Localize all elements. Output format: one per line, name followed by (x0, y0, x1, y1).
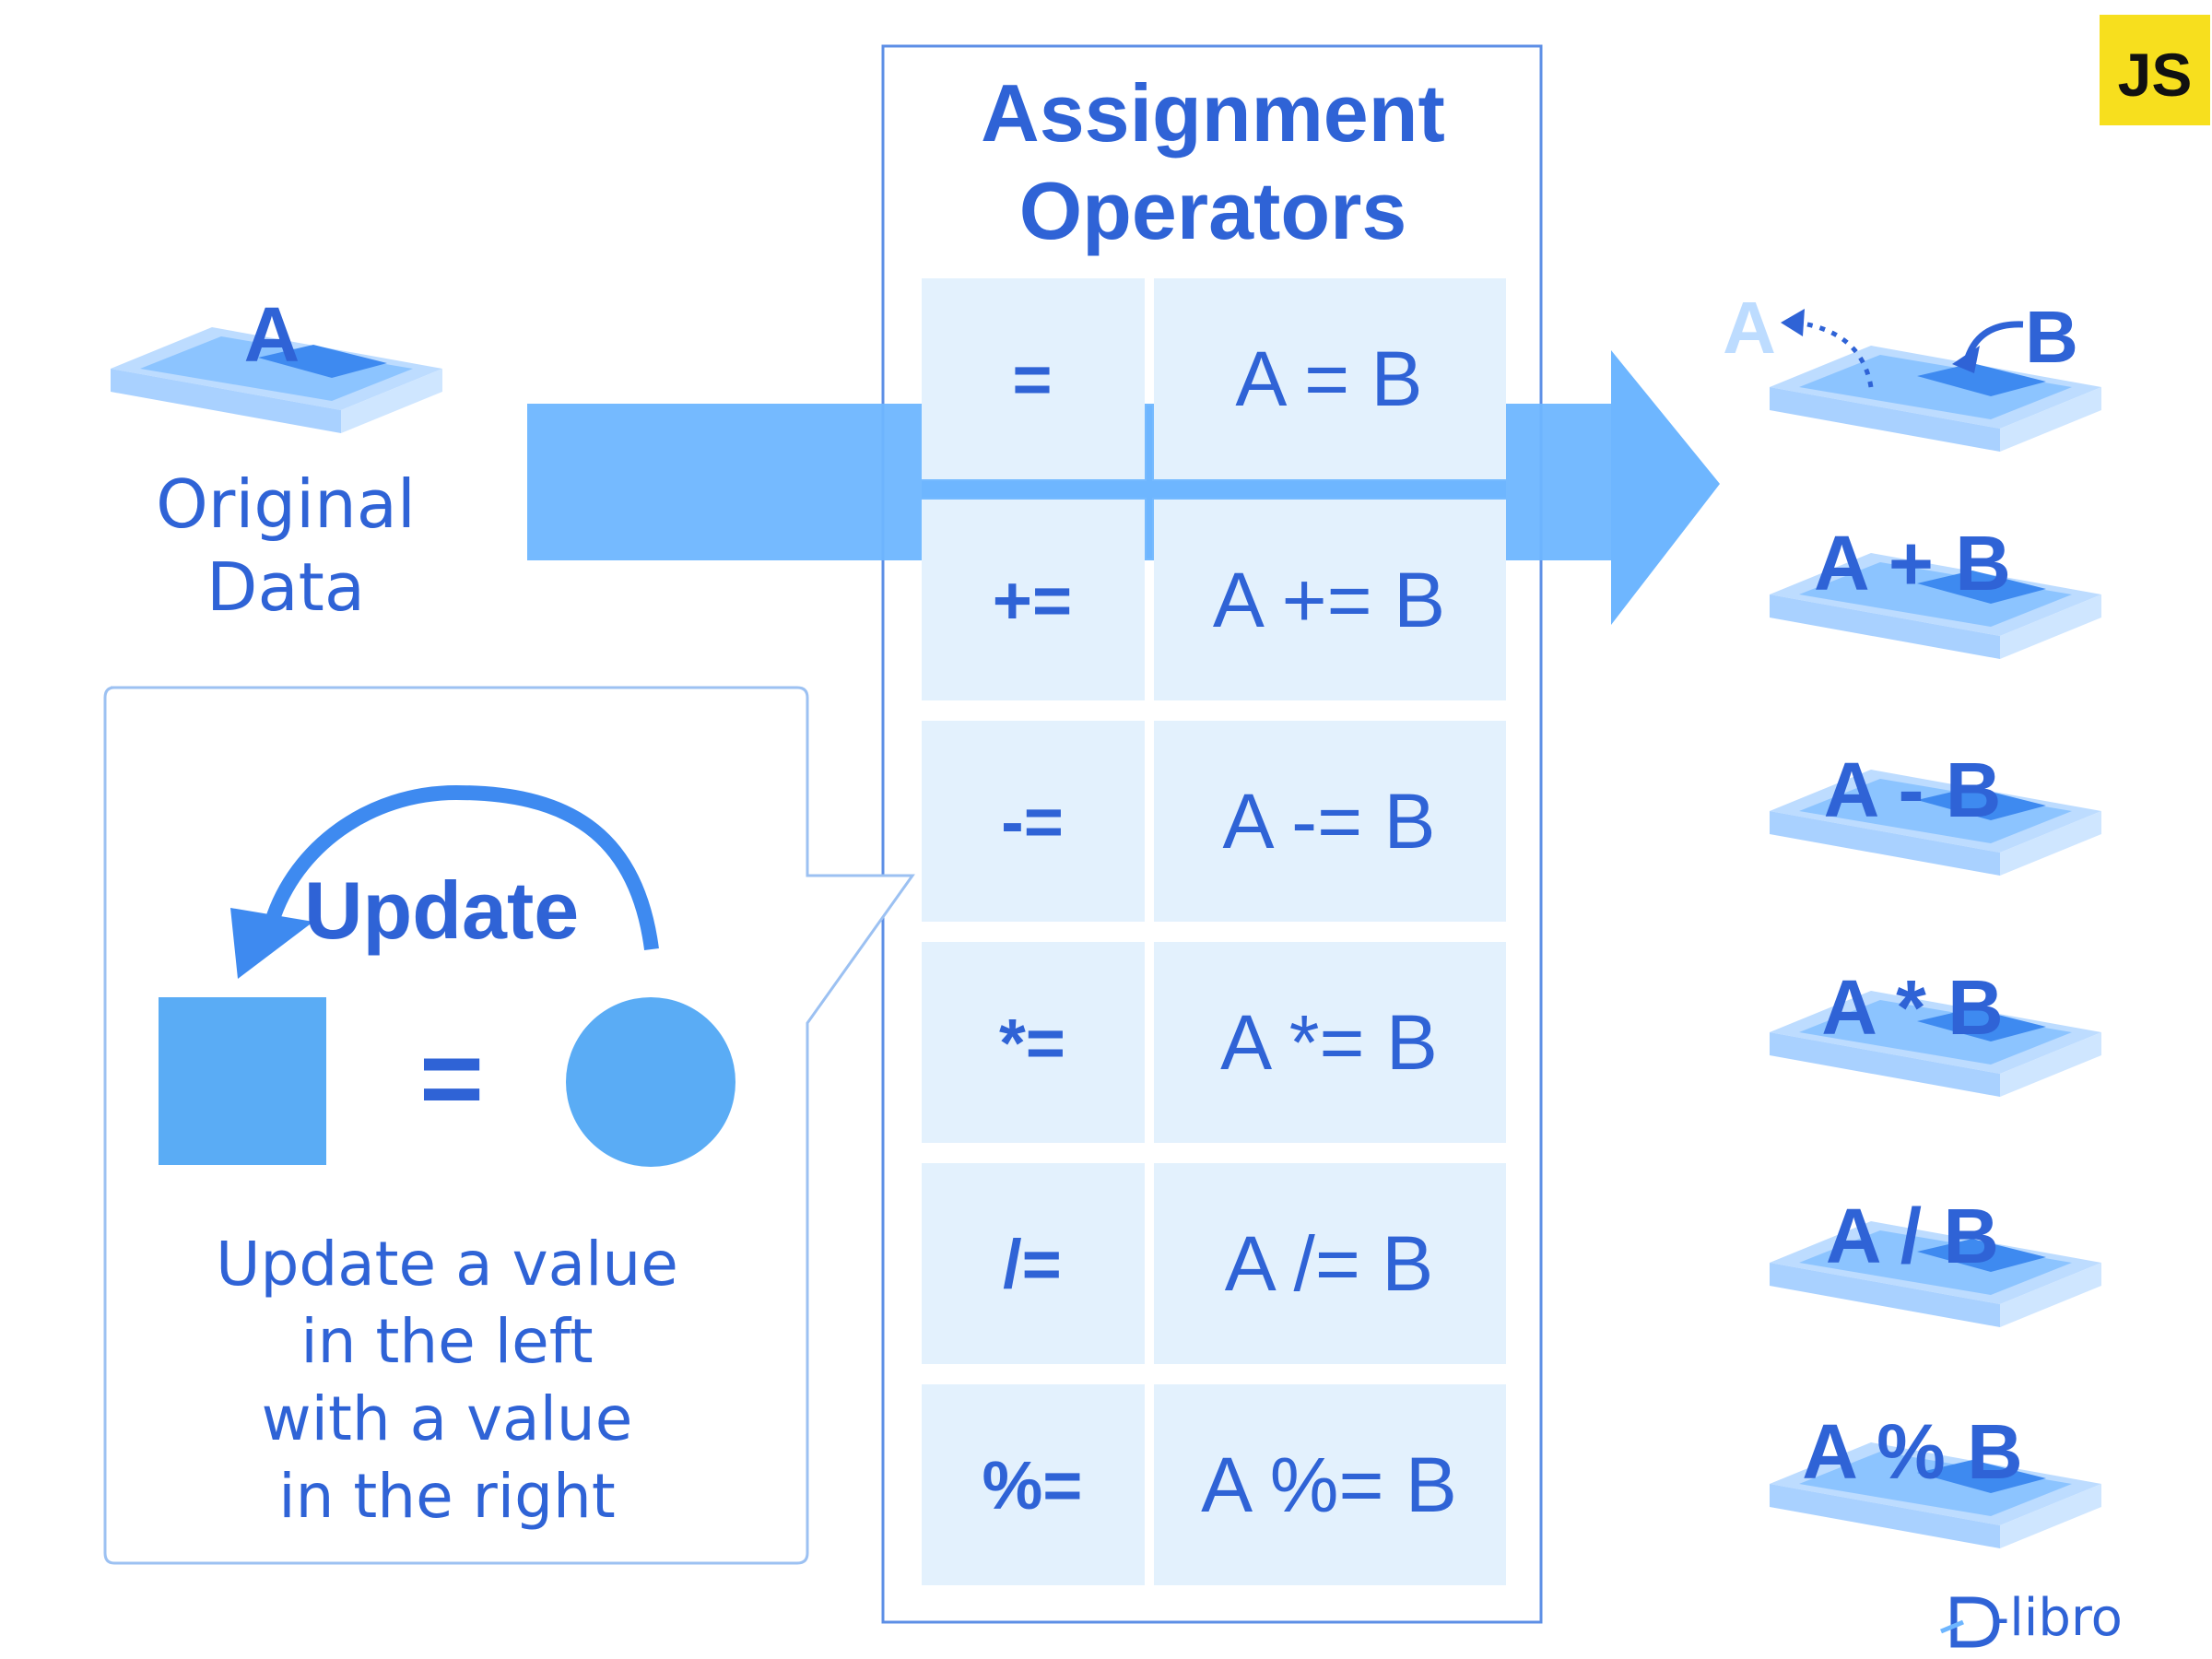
update-arrow-icon (265, 784, 659, 951)
result-label-4: A / B (1825, 1193, 2000, 1279)
arrow-band-divider (1147, 406, 1152, 559)
big-arrow-head (1611, 350, 1720, 625)
original-data-label: Original Data (156, 465, 416, 626)
op-example-2: A -= B (1222, 778, 1436, 865)
ex-cell-5 (1154, 1384, 1506, 1585)
original-label-a: A (243, 291, 300, 378)
op-example-1: A += B (1212, 557, 1446, 643)
op-example-0: A = B (1235, 335, 1423, 422)
op-symbol-2: -= (1001, 783, 1064, 860)
operator-cells (922, 278, 1506, 1585)
dotted-arrowhead-icon (1781, 309, 1805, 336)
ex-cell-1 (1154, 500, 1506, 700)
ex-cell-4 (1154, 1163, 1506, 1364)
op-cell-4 (922, 1163, 1145, 1364)
op-cell-1 (922, 500, 1145, 700)
op-symbol-3: *= (998, 1005, 1065, 1081)
square-shape (159, 997, 326, 1165)
result-label-2: A - B (1823, 747, 2002, 833)
ex-cell-2 (1154, 721, 1506, 922)
arrow-band (922, 481, 1506, 498)
result-0-label-a: A (1723, 287, 1776, 369)
brand-logo-text: -libro (1991, 1588, 2123, 1648)
dotted-arrow-icon (1796, 320, 1874, 388)
op-symbol-1: += (992, 562, 1073, 639)
d-libro-logo-stroke (1940, 1619, 1964, 1634)
circle-shape (566, 997, 735, 1167)
d-libro-logo-icon (1950, 1596, 2000, 1648)
op-cell-0 (922, 278, 1145, 479)
op-cell-3 (922, 942, 1145, 1143)
op-symbol-0: = (1012, 341, 1053, 418)
update-description: Update a value in the left with a value … (216, 1229, 678, 1532)
op-cell-5 (922, 1384, 1145, 1585)
result-label-1: A + B (1814, 520, 2011, 606)
js-badge-text: JS (2117, 41, 2193, 109)
op-symbol-4: /= (1003, 1226, 1062, 1302)
ex-cell-3 (1154, 942, 1506, 1143)
b-arrowhead-icon (1952, 346, 1980, 373)
op-cell-2 (922, 721, 1145, 922)
result-label-5: A % B (1802, 1408, 2023, 1495)
title: Assignment Operators (981, 67, 1445, 256)
result-label-3: A * B (1821, 964, 2004, 1051)
update-callout (103, 686, 915, 1565)
js-badge (2100, 15, 2210, 125)
b-arrow-icon (1964, 321, 2024, 359)
op-symbol-5: %= (982, 1447, 1083, 1524)
op-example-5: A %= B (1201, 1441, 1457, 1528)
op-example-3: A *= B (1220, 999, 1438, 1086)
result-0-label-b: B (2025, 296, 2078, 378)
op-example-4: A /= B (1224, 1220, 1434, 1307)
update-arrowhead-icon (230, 908, 313, 979)
update-equals: = (418, 1017, 485, 1140)
ex-cell-0 (1154, 278, 1506, 479)
update-label: Update (304, 865, 580, 956)
